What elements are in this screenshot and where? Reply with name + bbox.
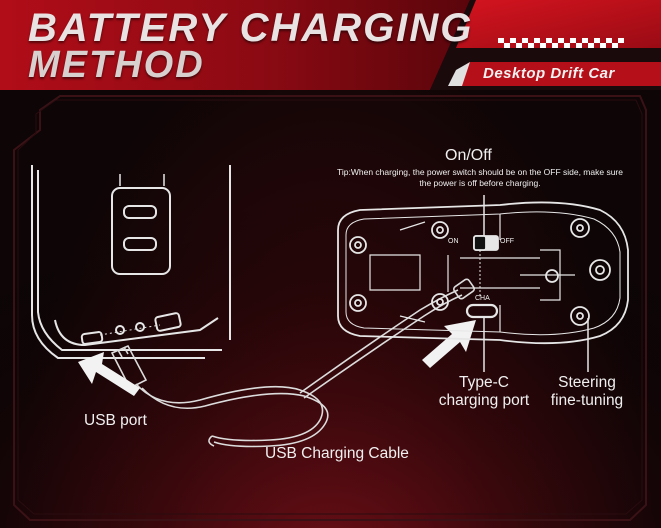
header-band <box>0 0 661 90</box>
car-chassis-drawing <box>337 201 629 345</box>
page-title-line2: METHOD <box>28 44 205 86</box>
arrow-to-typec-icon <box>422 320 476 368</box>
switch-off-label: OFF <box>500 238 514 245</box>
steering-tuning-label: Steering fine-tuning <box>550 374 624 409</box>
switch-on-label: ON <box>448 238 459 245</box>
usb-cable-label: USB Charging Cable <box>265 445 409 462</box>
type-c-port-label: Type-C charging port <box>438 374 530 409</box>
remote-controller-drawing <box>31 165 231 359</box>
checker-flag-icon <box>498 38 624 48</box>
brand-logo: Desktop Drift Car <box>483 65 615 82</box>
usb-cable-drawing <box>110 278 476 448</box>
outer-frame <box>13 95 647 521</box>
charging-tip: Tip:When charging, the power switch shou… <box>337 167 623 188</box>
usb-port-label: USB port <box>84 412 147 429</box>
arrow-to-usb-port-icon <box>78 352 140 396</box>
leader-lines <box>483 195 589 372</box>
page-title-line1: BATTERY CHARGING <box>28 6 474 50</box>
on-off-label: On/Off <box>445 147 492 164</box>
charge-port-label: CHA <box>475 295 490 302</box>
